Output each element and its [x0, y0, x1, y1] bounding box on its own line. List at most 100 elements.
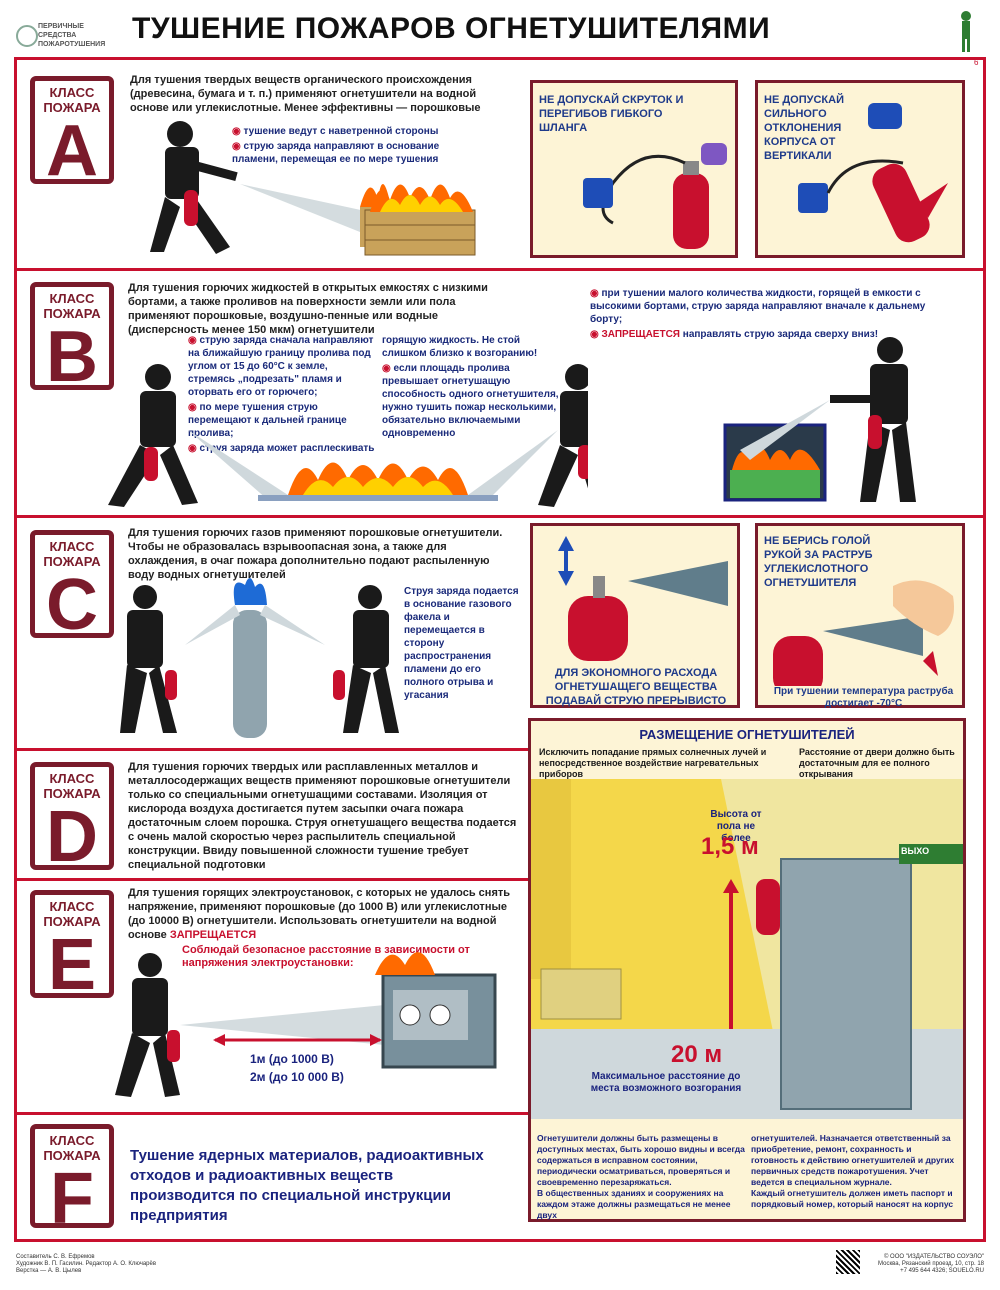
class-f-text: Тушение ядерных материалов, радиоактивны… [130, 1147, 484, 1224]
class-c-note: Струя заряда подается в основание газово… [404, 586, 519, 701]
class-label: ПОЖАРА [43, 786, 101, 801]
credit-line: Составитель С. В. Ефремов [16, 1254, 95, 1260]
forbidden-word: ЗАПРЕЩАЕТСЯ [169, 929, 257, 941]
class-b-illustration [108, 364, 588, 507]
bullet-item: при тушении малого количества жидкости, … [590, 288, 926, 325]
forbidden-word: ЗАПРЕЩАЕТСЯ [601, 329, 680, 340]
tip-text: ДЛЯ ЭКОНОМНОГО РАСХОДА ОГНЕТУШАЩЕГО ВЕЩЕ… [545, 667, 727, 707]
class-label: ПОЖАРА [43, 1148, 101, 1163]
bullet-item: струю заряда сначала направляют на ближа… [188, 335, 374, 398]
class-b-bullets-mid: горящую жидкость. Не стой слишком близко… [382, 334, 567, 442]
class-e-illustration [115, 952, 497, 1097]
bullet-item: направлять струю заряда сверху вниз! [682, 329, 879, 340]
body-paragraph: Каждый огнетушитель должен иметь паспорт… [751, 1188, 954, 1209]
class-d-text: Для тушения горючих твердых или расплавл… [128, 761, 517, 871]
class-a-text: Для тушения твердых веществ органическог… [130, 74, 481, 114]
brand-text: ПЕРВИЧНЫЕ СРЕДСТВА ПОЖАРОТУШЕНИЯ [38, 22, 105, 49]
class-e-safety: Соблюдай безопасное расстояние в зависим… [182, 944, 470, 969]
extinguisher-hose-icon [583, 143, 727, 249]
mascot-icon [958, 10, 974, 54]
placement-body-right: огнетушителей. Назначается ответственный… [751, 1133, 961, 1210]
placement-panel: РАЗМЕЩЕНИЕ ОГНЕТУШИТЕЛЕЙ Исключить попад… [528, 718, 966, 1222]
class-a-bullets: ◉ тушение ведут с наветренной стороны ◉ … [232, 126, 440, 165]
divider [14, 878, 528, 881]
class-letter: D [46, 797, 98, 877]
room-illustration [531, 779, 963, 1119]
class-label: КЛАСС [49, 85, 95, 100]
exit-sign: ВЫХО [901, 846, 930, 856]
brand-line: СРЕДСТВА [38, 32, 77, 39]
body-paragraph: огнетушителей. Назначается ответственный… [751, 1133, 955, 1187]
footer-publisher: © ООО "ИЗДАТЕЛЬСТВО СОУЭЛО" Москва, Ряза… [866, 1254, 984, 1275]
class-letter: F [50, 1159, 94, 1239]
class-label: ПОЖАРА [43, 306, 101, 321]
extinguisher-tilt-icon [798, 103, 948, 243]
class-label: КЛАСС [49, 291, 95, 306]
class-label: ПОЖАРА [43, 100, 101, 115]
class-label: КЛАСС [49, 771, 95, 786]
divider [14, 748, 528, 751]
tip-intermittent: ДЛЯ ЭКОНОМНОГО РАСХОДА ОГНЕТУШАЩЕГО ВЕЩЕ… [530, 523, 740, 708]
bullet-item: тушение ведут с наветренной стороны [243, 126, 439, 137]
bullet-item: струю заряда направляют в основание плам… [232, 141, 440, 165]
poster-frame [14, 57, 986, 1242]
tip-tilt: НЕ ДОПУСКАЙ СИЛЬНОГО ОТКЛОНЕНИЯ КОРПУСА … [755, 80, 965, 258]
credit-line: Художник В. П. Гасилин. Редактор А. О. К… [16, 1261, 157, 1267]
bullet-item: горящую жидкость. Не стой слишком близко… [382, 335, 538, 359]
class-letter: B [46, 317, 98, 397]
distance-1: 1м (до 1000 В) [250, 1052, 334, 1066]
burning-wood-illustration [364, 184, 476, 256]
credit-line: Верстка — А. В. Цылев [16, 1268, 82, 1274]
class-e-body: Для тушения горящих электроустановок, с … [128, 887, 511, 941]
brand-line: ПОЖАРОТУШЕНИЯ [38, 41, 106, 48]
hand-on-horn-icon [773, 580, 954, 686]
body-paragraph: В общественных зданиях и сооружениях на … [537, 1188, 731, 1220]
co2-horn-icon [558, 536, 728, 661]
class-label: КЛАСС [49, 539, 95, 554]
bullet-item: струя заряда может расплескивать [199, 443, 375, 454]
tip-no-bare-hand: НЕ БЕРИСЬ ГОЛОЙ РУКОЙ ЗА РАСТРУБ УГЛЕКИС… [755, 523, 965, 709]
placement-title: РАЗМЕЩЕНИЕ ОГНЕТУШИТЕЛЕЙ [639, 727, 855, 742]
brand-line: ПЕРВИЧНЫЕ [38, 23, 84, 30]
publisher-line: +7 495 644 4326; SOUELO.RU [900, 1268, 984, 1274]
tip-text: НЕ ДОПУСКАЙ СКРУТОК И ПЕРЕГИБОВ ГИБКОГО … [539, 94, 684, 134]
tip-hose: НЕ ДОПУСКАЙ СКРУТОК И ПЕРЕГИБОВ ГИБКОГО … [530, 80, 738, 258]
publisher-line: Москва, Рязанский проезд, 10, стр. 18 [878, 1261, 984, 1267]
class-c-text: Для тушения горючих газов применяют поро… [128, 527, 503, 581]
class-b-bullets-left: ◉ струю заряда сначала направляют на бли… [188, 335, 375, 454]
class-b-bullets-right: ◉ при тушении малого количества жидкости… [590, 288, 926, 340]
height-label: Высота от пола не более [710, 809, 762, 844]
placement-note-left: Исключить попадание прямых солнечных луч… [539, 747, 767, 779]
divider [14, 1112, 528, 1115]
tip-text: При тушении температура раструба достига… [773, 686, 954, 709]
page-title: ТУШЕНИЕ ПОЖАРОВ ОГНЕТУШИТЕЛЯМИ [132, 12, 771, 45]
body-paragraph: Огнетушители должны быть размещены в дос… [537, 1133, 745, 1187]
qr-code-icon [836, 1250, 860, 1274]
distance-2: 2м (до 10 000 В) [250, 1070, 344, 1084]
bullet-item: по мере тушения струю перемещают к дальн… [188, 402, 347, 439]
tip-text: НЕ БЕРИСЬ ГОЛОЙ РУКОЙ ЗА РАСТРУБ УГЛЕКИС… [764, 535, 873, 589]
class-letter: A [46, 111, 98, 191]
class-label: ПОЖАРА [43, 554, 101, 569]
height-value: 1,5 м [701, 833, 759, 860]
class-b-container-illustration [723, 337, 916, 502]
class-letter: E [47, 925, 97, 1005]
placement-note-right: Расстояние от двери должно быть достаточ… [799, 747, 955, 779]
class-letter: C [46, 565, 98, 645]
page-number: 6 [974, 58, 979, 67]
class-label: КЛАСС [49, 1133, 95, 1148]
class-b-text: Для тушения горючих жидкостей в открытых… [128, 282, 488, 336]
class-a-illustration [150, 121, 390, 254]
class-e-text: Для тушения горящих электроустановок, с … [128, 886, 523, 942]
class-label: ПОЖАРА [43, 914, 101, 929]
tip-text: НЕ ДОПУСКАЙ СИЛЬНОГО ОТКЛОНЕНИЯ КОРПУСА … [764, 94, 844, 162]
distance-value: 20 м [671, 1041, 723, 1068]
brand-logo-icon [16, 25, 38, 47]
bullet-item: если площадь пролива превышает огнетушащ… [382, 363, 559, 439]
class-label: КЛАСС [49, 899, 95, 914]
